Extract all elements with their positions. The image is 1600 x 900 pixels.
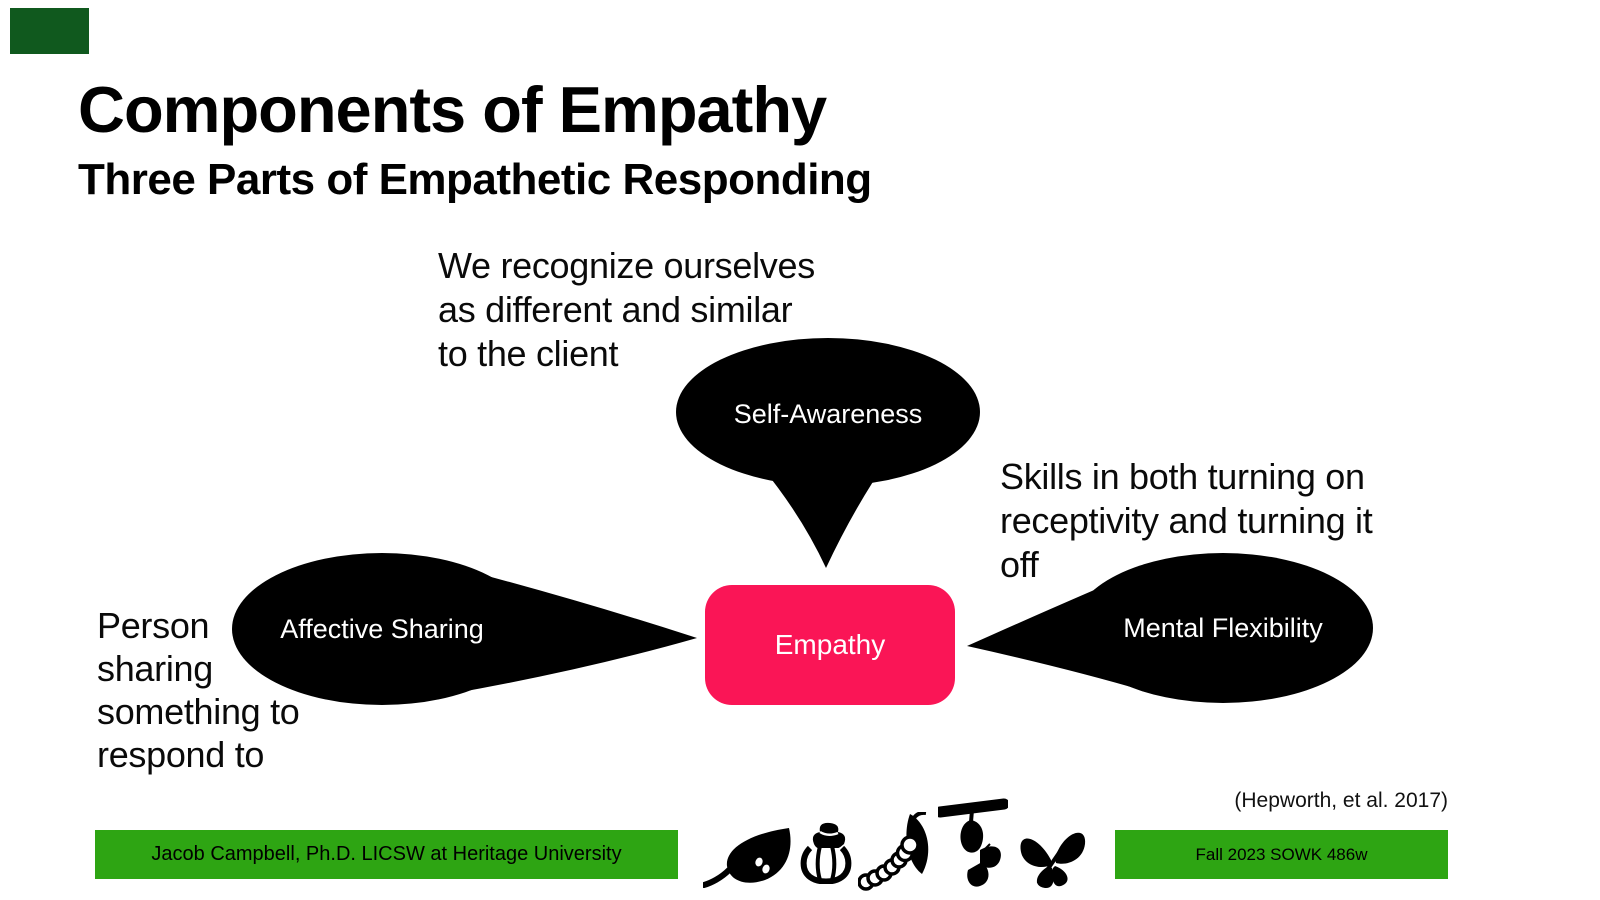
corner-logo: [10, 8, 89, 54]
annotation-line: something to: [97, 691, 300, 732]
annotation-line: as different and similar: [438, 289, 793, 330]
annotation-line: receptivity and turning it: [1000, 500, 1373, 541]
leaf-with-eggs-icon: [703, 828, 791, 888]
annotation-line: Skills in both turning on: [1000, 456, 1365, 497]
annotation-line: respond to: [97, 734, 265, 775]
slide-title: Components of Empathy: [78, 73, 827, 146]
affective-sharing-label: Affective Sharing: [280, 613, 484, 644]
mental-flexibility-bubble-tail: [967, 564, 1155, 694]
footer-right-badge: Fall 2023 SOWK 486w: [1115, 830, 1448, 879]
chrysalis-icon: [938, 798, 1008, 887]
annotation-line: We recognize ourselves: [438, 245, 815, 286]
annotation-line: to the client: [438, 333, 619, 374]
annotation-mental-flexibility: Skills in both turning on receptivity an…: [1000, 455, 1373, 587]
self-awareness-bubble: [676, 338, 980, 486]
annotation-line: Person: [97, 605, 210, 646]
annotation-affective-sharing: Person sharing something to respond to: [97, 604, 300, 776]
annotation-self-awareness: We recognize ourselves as different and …: [438, 244, 815, 376]
footer-left-badge: Jacob Campbell, Ph.D. LICSW at Heritage …: [95, 830, 678, 879]
self-awareness-label: Self-Awareness: [733, 398, 923, 429]
slide-subtitle: Three Parts of Empathetic Responding: [78, 155, 872, 204]
empathy-box: Empathy: [705, 585, 955, 705]
butterfly-icon: [1020, 832, 1086, 889]
citation: (Hepworth, et al. 2017): [1234, 789, 1448, 812]
annotation-line: sharing: [97, 648, 213, 689]
caterpillar-icon: [858, 812, 929, 891]
annotation-line: off: [1000, 544, 1039, 585]
mental-flexibility-label: Mental Flexibility: [1123, 612, 1323, 643]
affective-sharing-bubble-tail: [450, 566, 697, 694]
hatching-egg-icon: [800, 822, 852, 884]
self-awareness-bubble-tail: [756, 456, 890, 568]
